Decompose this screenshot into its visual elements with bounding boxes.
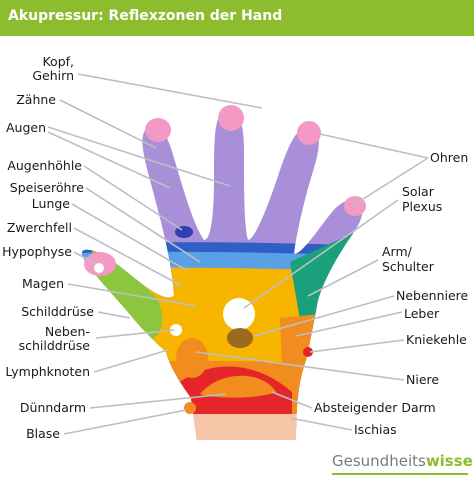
leader-ohren-1 [319,133,429,159]
leader-lines [47,73,429,435]
label-arm-1: Arm/ [382,244,413,259]
label-schilddruese: Schilddrüse [21,304,94,319]
label-nebenschild-2: schilddrüse [19,338,91,353]
leader-kopf [77,73,263,109]
leader-speiseroehre [85,187,201,263]
leader-niere [195,351,405,381]
brand-logo: Gesundheitswissen [332,452,474,470]
label-kopf-1: Kopf, [42,54,74,69]
leader-schilddruese [97,311,131,319]
label-niere: Niere [406,372,439,387]
brand-part-2: wissen [425,452,474,470]
kidney-spot [176,338,208,378]
label-ischias: Ischias [354,422,397,437]
leader-nebenniere [253,295,395,337]
leader-lymphknoten [93,349,169,373]
right-labels: Ohren Solar Plexus Arm/ Schulter Nebenni… [314,150,469,437]
label-lymphknoten: Lymphknoten [5,364,90,379]
bladder-spot [184,402,196,414]
pituitary-spot [94,263,104,273]
label-absteigender-darm: Absteigender Darm [314,400,436,415]
header-bar: Akupressur: Reflexzonen der Hand [0,0,474,36]
leader-hypophyse [73,251,97,265]
label-zwerchfell: Zwerchfell [7,220,72,235]
label-solar-2: Plexus [402,199,442,214]
label-ohren: Ohren [430,150,468,165]
leader-lunge [71,203,187,271]
label-blase: Blase [26,426,60,441]
label-nebenschild-1: Neben- [45,324,90,339]
leader-kniekehle [309,339,405,353]
left-labels: Kopf, Gehirn Zähne Augen Augenhöhle Spei… [2,54,94,441]
middle-fingertip [218,105,244,131]
leader-nebenschild [95,329,175,339]
label-lunge: Lunge [32,196,71,211]
leader-ohren-2 [351,157,429,207]
leader-magen [67,283,197,307]
label-leber: Leber [404,306,440,321]
label-magen: Magen [22,276,64,291]
label-kopf-2: Gehirn [32,68,74,83]
label-solar-1: Solar [402,184,435,199]
brand-part-1: Gesundheits [332,452,426,470]
leader-arm [307,259,379,297]
label-zaehne: Zähne [16,92,56,107]
index-fingertip [145,118,171,142]
leader-augenhoehle [83,165,183,231]
leader-zwerchfell [73,227,183,287]
parathyroid-spot [170,324,182,336]
leader-augen-1 [47,126,231,187]
brand-underline [332,473,468,475]
leader-duenndarm [89,393,227,409]
label-kniekehle: Kniekehle [406,332,467,347]
label-augenhoehle: Augenhöhle [7,158,82,173]
label-arm-2: Schulter [382,259,435,274]
leader-leber [295,311,403,337]
leader-absteigender-darm [271,391,313,409]
leader-zaehne [59,99,157,149]
label-speiseroehre: Speiseröhre [10,180,85,195]
leader-solar [243,199,399,309]
label-nebenniere: Nebenniere [396,288,469,303]
colon-inner [200,375,276,398]
knee-spot [303,347,313,357]
adrenal-spot [227,328,253,348]
ring-fingertip [297,121,321,145]
leader-ischias [289,417,353,431]
leader-blase [63,409,187,435]
label-hypophyse: Hypophyse [2,244,72,259]
page-title: Akupressur: Reflexzonen der Hand [8,8,283,24]
leader-augen-2 [47,131,171,189]
label-duenndarm: Dünndarm [20,400,86,415]
label-augen: Augen [6,120,46,135]
